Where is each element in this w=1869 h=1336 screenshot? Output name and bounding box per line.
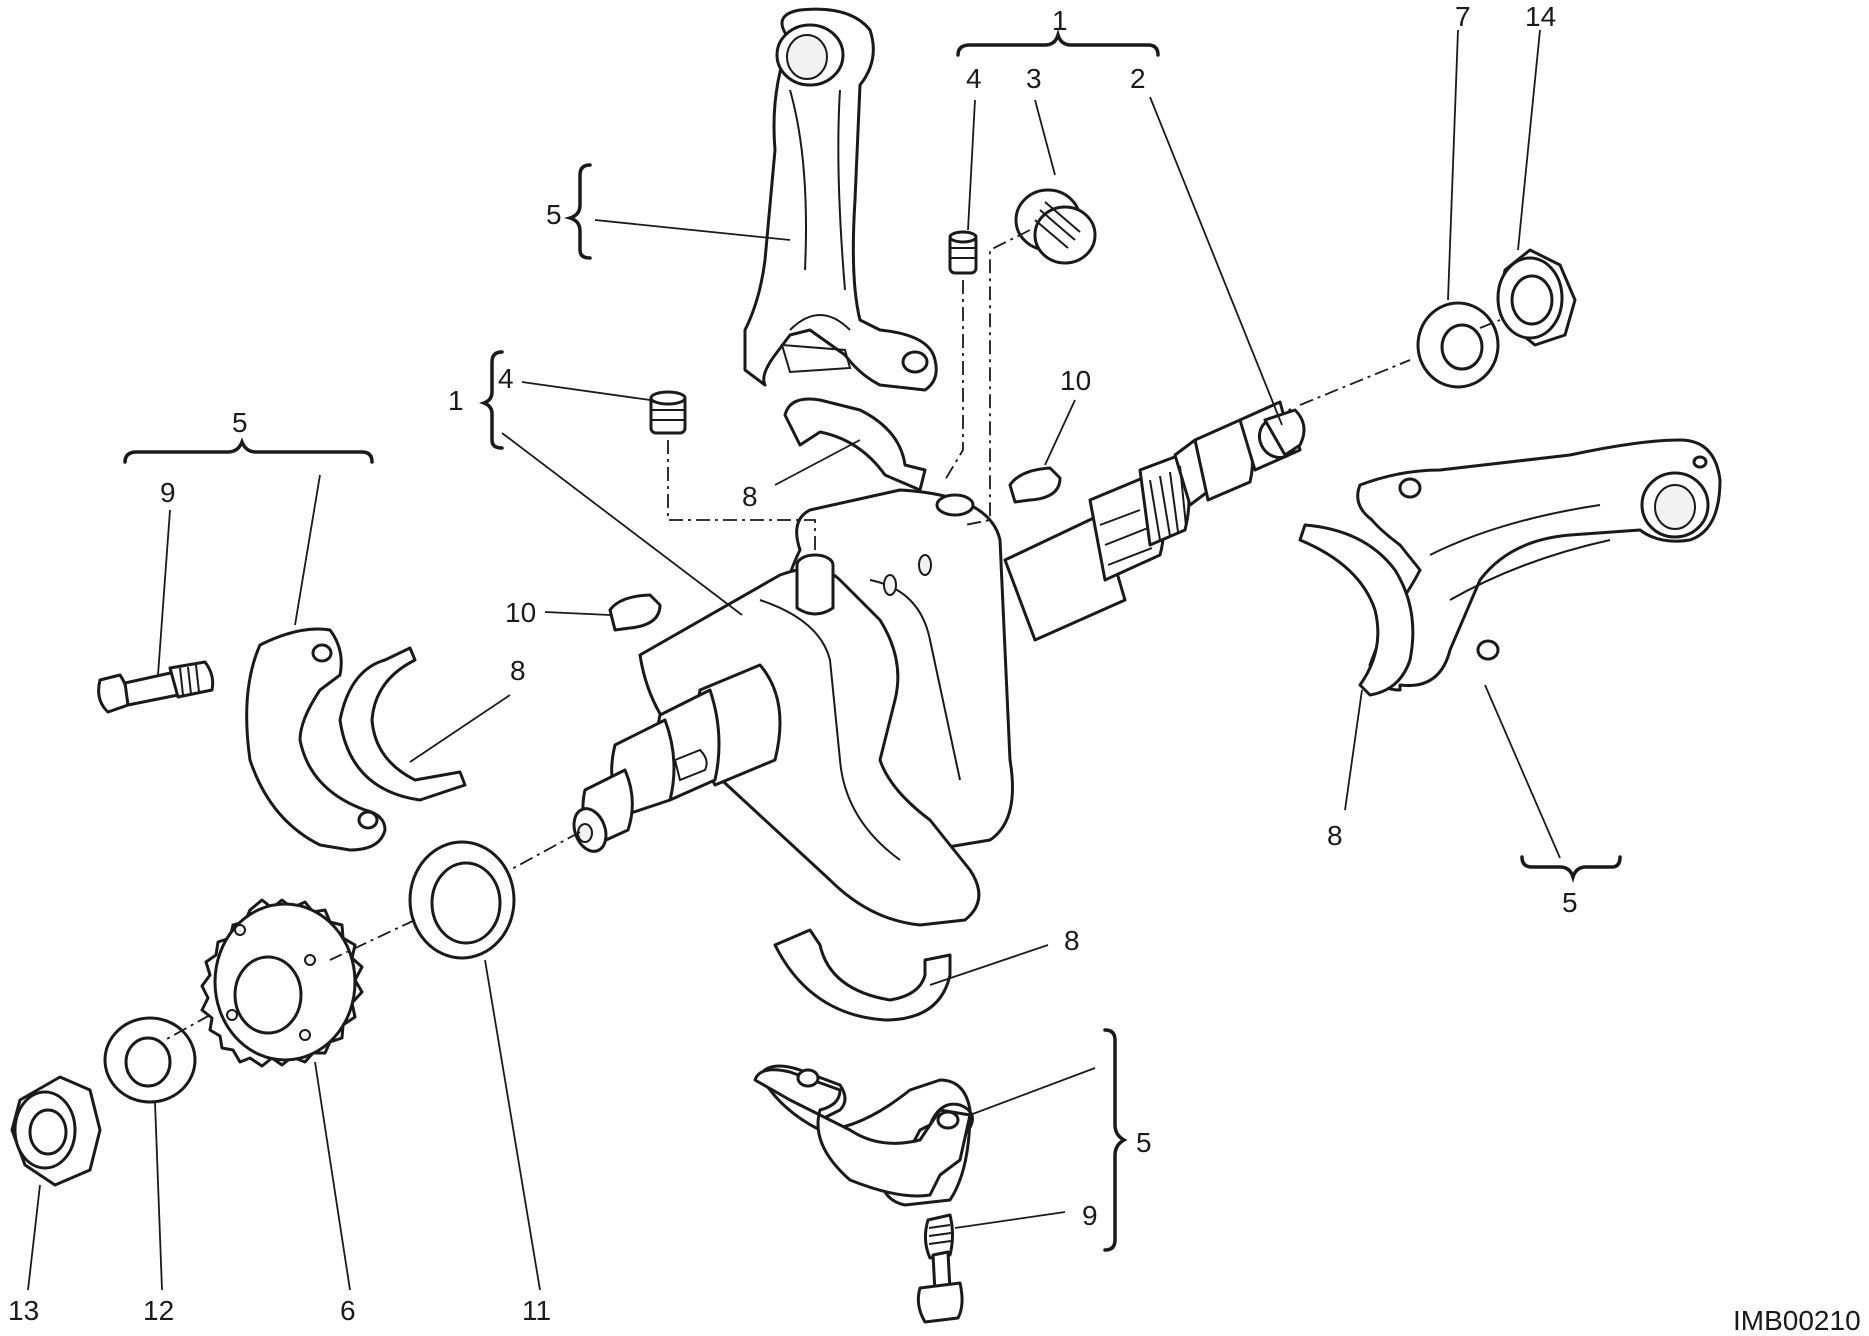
callout-14: 14 <box>1525 1 1556 32</box>
washer-7 <box>1416 301 1500 389</box>
callout-9-bottom: 9 <box>1082 1200 1098 1231</box>
callout-1-left: 1 <box>448 385 464 416</box>
callout-5-rod-top: 5 <box>546 199 562 230</box>
callout-1-top: 1 <box>1052 5 1068 36</box>
callout-5-bottom-cap: 5 <box>1136 1127 1152 1158</box>
bearing-shell-bottom <box>773 928 952 1022</box>
centerline-right-shaft <box>1299 319 1501 406</box>
callout-10-left: 10 <box>505 597 536 628</box>
brace-5-bottom-cap <box>1103 1028 1128 1252</box>
plug-3 <box>1014 188 1097 265</box>
brace-1-left <box>479 350 504 450</box>
callout-10-top: 10 <box>1060 365 1091 396</box>
bearing-shell-left <box>338 646 467 802</box>
callout-5-left-cap: 5 <box>232 407 248 438</box>
washer-12 <box>103 1016 197 1104</box>
grub-screw-4-top <box>948 230 978 275</box>
centerline-plug <box>964 229 1031 526</box>
callout-2: 2 <box>1130 63 1146 94</box>
connecting-rod-top <box>743 7 938 392</box>
brace-5-right <box>1520 855 1622 884</box>
rod-cap-bottom <box>753 1064 974 1207</box>
callout-9-left: 9 <box>160 477 176 508</box>
callout-7: 7 <box>1455 1 1471 32</box>
timing-gear-6 <box>200 898 364 1068</box>
centerline-grub-screw-top <box>944 280 964 481</box>
grub-screw-2 <box>1257 408 1306 460</box>
drawing-code: IMB00210 <box>1733 1305 1861 1336</box>
callout-5-right: 5 <box>1562 887 1578 918</box>
centerline-left-shaft <box>164 831 581 1041</box>
brace-5-left-cap <box>123 437 374 464</box>
callout-8-bottom: 8 <box>1064 925 1080 956</box>
callout-4-top: 4 <box>966 63 982 94</box>
flange-nut-14 <box>1496 248 1577 347</box>
nut-13 <box>10 1075 102 1187</box>
bearing-shell-right <box>1298 523 1415 697</box>
callout-8-top: 8 <box>742 481 758 512</box>
bearing-shell-top <box>783 397 927 492</box>
rod-bolt-bottom <box>916 1213 964 1324</box>
woodruff-key-10-left <box>608 593 662 632</box>
callout-8-right: 8 <box>1327 820 1343 851</box>
woodruff-key-10-top <box>1008 466 1062 504</box>
rod-bolt-left <box>97 660 215 714</box>
callout-12: 12 <box>143 1295 174 1326</box>
rod-cap-left <box>245 627 387 852</box>
leader-lines <box>27 29 1561 1291</box>
callout-8-left: 8 <box>510 655 526 686</box>
brace-5-rod-top <box>563 163 592 260</box>
callout-11: 11 <box>522 1295 551 1326</box>
crankshaft <box>572 400 1302 927</box>
callout-13: 13 <box>8 1295 39 1326</box>
callout-4-left: 4 <box>498 363 514 394</box>
grub-screw-4-left <box>649 390 687 435</box>
brace-1-top <box>956 28 1160 57</box>
callout-3: 3 <box>1026 63 1042 94</box>
spacer-washer-11 <box>408 840 516 960</box>
callout-6: 6 <box>340 1295 356 1326</box>
connecting-rod-right <box>1356 438 1722 692</box>
centerline-grub-screw-left <box>667 440 816 555</box>
